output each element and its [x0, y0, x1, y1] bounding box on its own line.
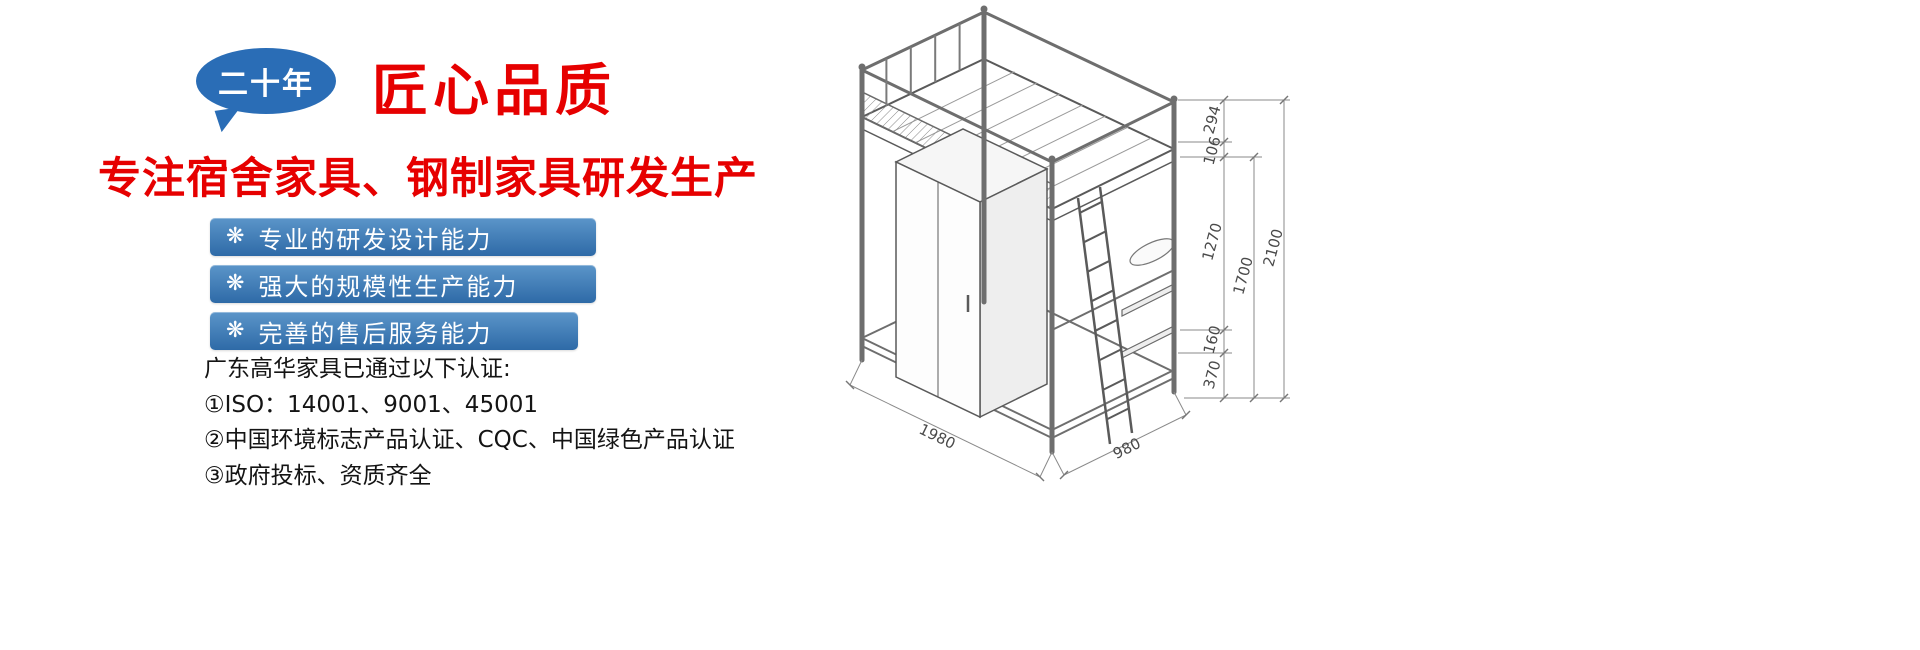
dimension-floor [845, 359, 1191, 482]
certification-item-2: ②中国环境标志产品认证、CQC、中国绿色产品认证 [204, 427, 735, 453]
feature-label-2: 强大的规模性生产能力 [258, 272, 519, 301]
feature-label-3: 完善的售后服务能力 [258, 319, 493, 348]
certifications: 广东高华家具已通过以下认证: ①ISO：14001、9001、45001 ②中国… [204, 352, 735, 494]
flower-icon: ❋ [226, 318, 245, 343]
flower-icon: ❋ [226, 224, 245, 249]
shelf-unit [1121, 238, 1175, 359]
certifications-intro: 广东高华家具已通过以下认证: [204, 356, 511, 382]
dim-label-370: 370 [1200, 359, 1225, 391]
feature-label-1: 专业的研发设计能力 [258, 225, 493, 254]
feature-list: ❋ 专业的研发设计能力 ❋ 强大的规模性生产能力 ❋ 完善的售后服务能力 [210, 218, 596, 350]
certification-item-1: ①ISO：14001、9001、45001 [204, 391, 538, 418]
years-badge: 二十年 [196, 48, 336, 114]
wardrobe [894, 128, 1049, 419]
dimension-ticks [1219, 95, 1229, 403]
floor-dimension-ticks [845, 380, 1191, 482]
dim-label-106: 106 [1200, 135, 1225, 167]
feature-bar-1: ❋ 专业的研发设计能力 [210, 218, 596, 256]
headline: 匠心品质 [372, 59, 616, 124]
subheadline: 专注宿舍家具、钢制家具研发生产 [98, 154, 758, 204]
ladder [1076, 186, 1134, 445]
bolster-roll [1129, 238, 1175, 266]
dim-label-160: 160 [1200, 324, 1225, 356]
dim-label-2100: 2100 [1260, 227, 1287, 269]
dim-label-294: 294 [1200, 104, 1225, 136]
dim-label-1980: 1980 [916, 420, 958, 453]
feature-bar-2: ❋ 强大的规模性生产能力 [210, 265, 596, 303]
guard-rails [861, 10, 1175, 164]
loft-bed-technical-drawing: 294 106 1270 160 370 1700 2100 1980 [845, 5, 1290, 482]
dim-label-1700: 1700 [1230, 255, 1257, 297]
dimension-labels-right: 294 106 1270 160 370 1700 2100 [1199, 104, 1287, 391]
ladder-rungs [1079, 200, 1130, 421]
bed-posts [859, 9, 1177, 455]
feature-bar-3: ❋ 完善的售后服务能力 [210, 312, 578, 350]
dimension-chain-right [1178, 95, 1290, 403]
dim-label-1270: 1270 [1199, 221, 1226, 263]
certification-item-3: ③政府投标、资质齐全 [204, 462, 432, 489]
headboard-balusters [885, 23, 961, 106]
flower-icon: ❋ [226, 271, 245, 296]
years-badge-text: 二十年 [218, 67, 314, 102]
